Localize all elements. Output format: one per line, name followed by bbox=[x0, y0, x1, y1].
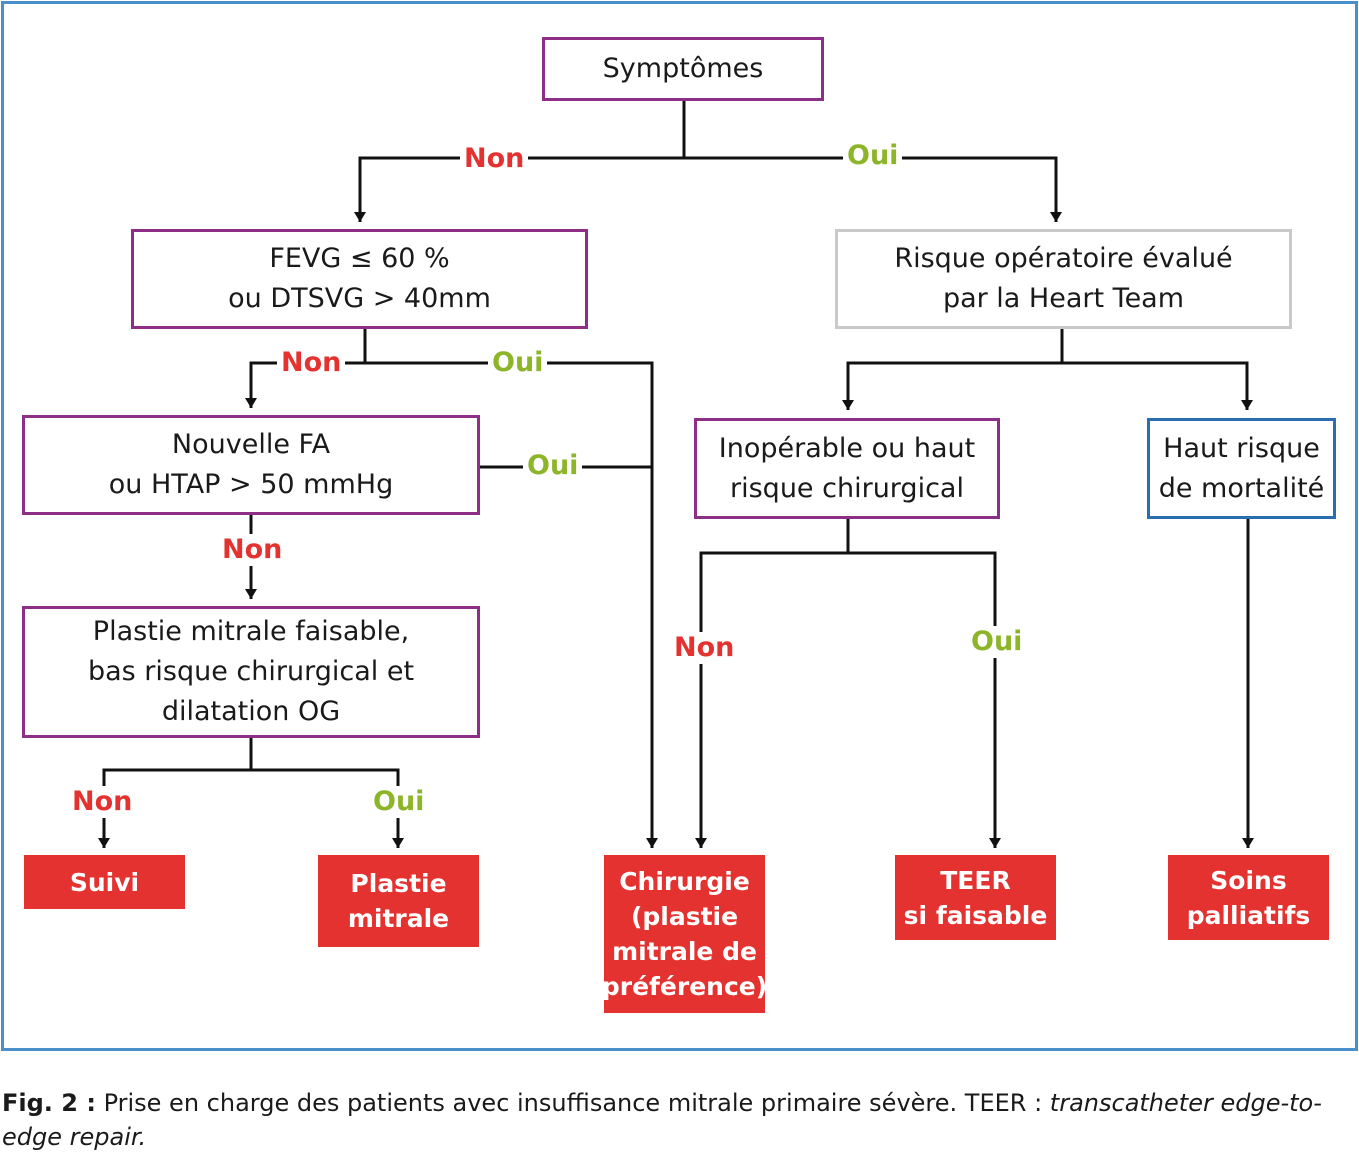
node-fevg: FEVG ≤ 60 % ou DTSVG > 40mm bbox=[131, 229, 588, 329]
label-oui-symptomes: Oui bbox=[843, 140, 903, 172]
label-non-fa: Non bbox=[218, 534, 287, 566]
outcome-soins-palliatifs: Soins palliatifs bbox=[1168, 855, 1329, 940]
connector-plastie-non bbox=[98, 768, 251, 848]
connector-symptomes-non bbox=[354, 156, 684, 222]
label-non-symptomes: Non bbox=[460, 143, 529, 175]
connector-inoperable-oui bbox=[848, 551, 1001, 848]
label-non-fevg: Non bbox=[277, 347, 346, 379]
label-oui-fevg: Oui bbox=[488, 347, 548, 379]
connector-inoperable-non bbox=[695, 551, 848, 848]
connector-risque-left bbox=[842, 361, 1062, 410]
node-symptomes: Symptômes bbox=[542, 37, 824, 101]
outcome-teer: TEER si faisable bbox=[895, 855, 1056, 940]
connector-plastie-oui bbox=[251, 768, 404, 848]
caption-fig-number: Fig. 2 : bbox=[2, 1089, 96, 1117]
label-oui-plastie: Oui bbox=[369, 786, 429, 818]
label-oui-fa: Oui bbox=[523, 450, 583, 482]
label-non-plastie: Non bbox=[68, 786, 137, 818]
caption-italic: transcatheter edge-to-edge repair. bbox=[2, 1089, 1322, 1151]
node-inoperable: Inopérable ou haut risque chirurgical bbox=[694, 418, 1000, 519]
connector-symptomes-oui bbox=[684, 156, 1062, 222]
label-oui-inoperable: Oui bbox=[967, 626, 1027, 658]
connector-risque-right bbox=[1062, 361, 1253, 410]
outcome-plastie-mitrale: Plastie mitrale bbox=[318, 855, 479, 947]
node-nouvelle-fa: Nouvelle FA ou HTAP > 50 mmHg bbox=[22, 415, 480, 515]
connector-fevg-oui bbox=[365, 361, 658, 848]
outcome-chirurgie: Chirurgie (plastie mitrale de préférence… bbox=[602, 855, 767, 1013]
node-haut-risque: Haut risque de mortalité bbox=[1147, 418, 1336, 519]
caption-text: Prise en charge des patients avec insuff… bbox=[95, 1089, 1050, 1117]
node-plastie-faisable: Plastie mitrale faisable, bas risque chi… bbox=[22, 606, 480, 738]
outcome-suivi: Suivi bbox=[24, 855, 185, 909]
node-risque-operatoire: Risque opératoire évalué par la Heart Te… bbox=[835, 229, 1292, 329]
label-non-inoperable: Non bbox=[670, 632, 739, 664]
figure-caption: Fig. 2 : Prise en charge des patients av… bbox=[2, 1086, 1357, 1154]
